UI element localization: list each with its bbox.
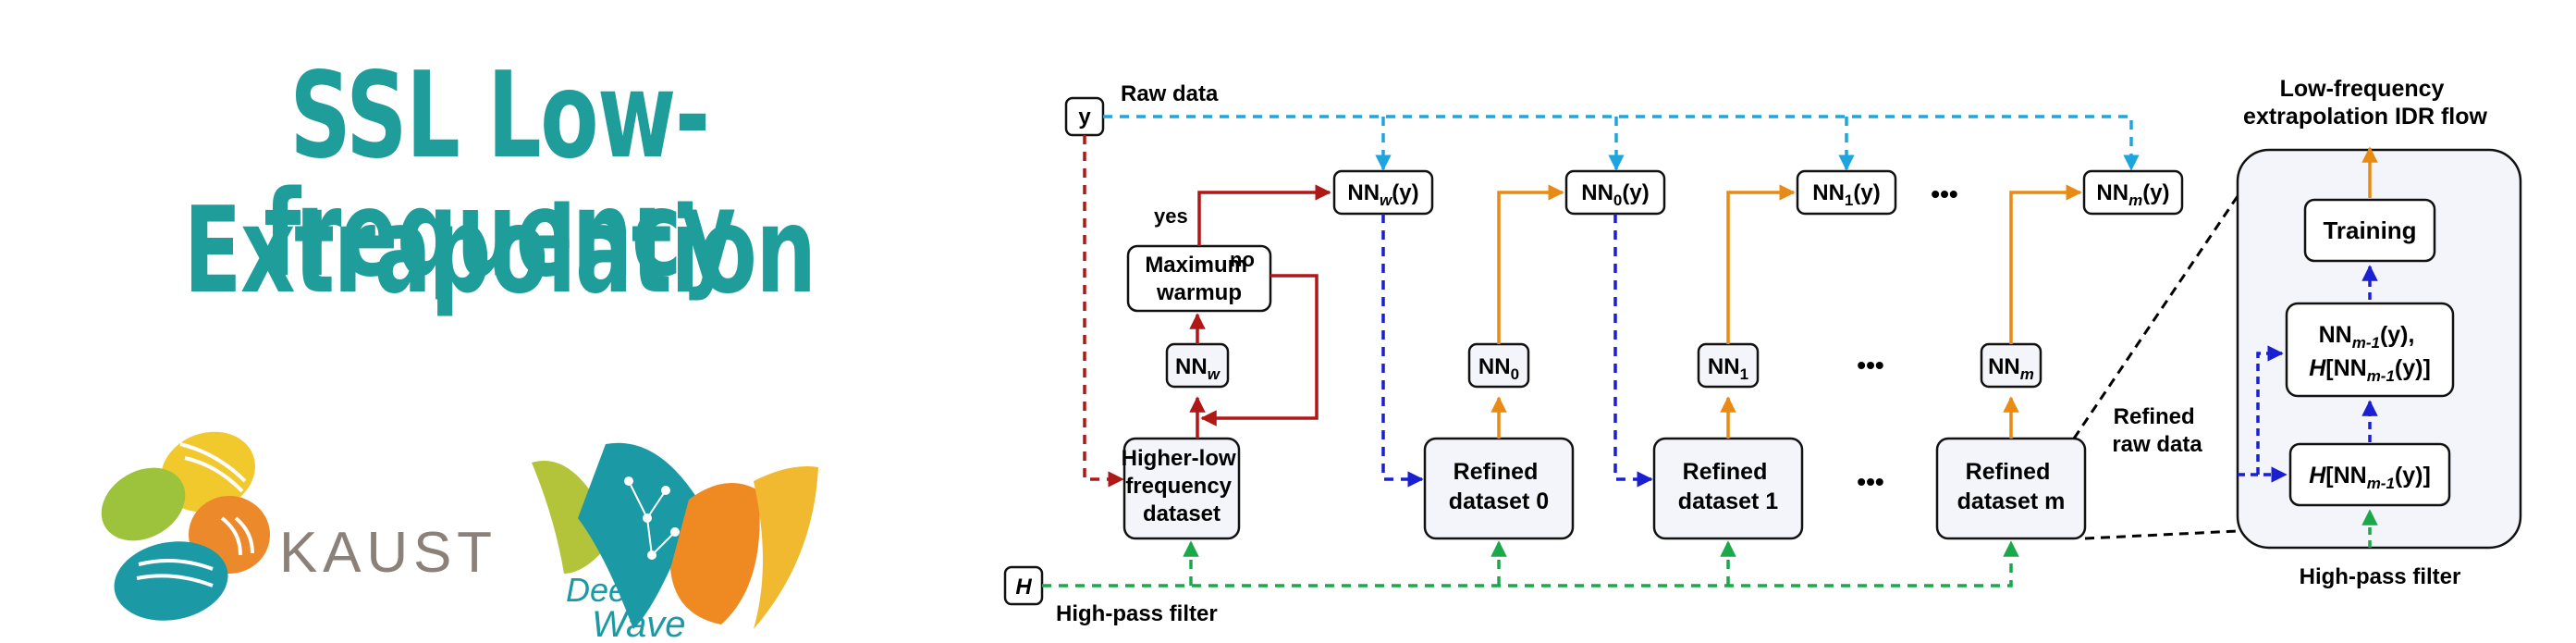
refined-dataset-m-label: Refined dataset m bbox=[1957, 459, 2066, 514]
no-loop-arrow bbox=[1200, 274, 1319, 427]
title-line-1: SSL Low-frequency bbox=[264, 47, 736, 303]
deepwave-wing-gold bbox=[754, 466, 818, 629]
nn-m1-combined-label: NNm-1(y), H[NNm-1(y)] bbox=[2309, 322, 2431, 385]
nn-1-y-box bbox=[1796, 169, 1897, 216]
zoom-line-bottom bbox=[2084, 529, 2239, 540]
higher-low-dataset-box bbox=[1122, 437, 1241, 540]
raw-data-label: Raw data bbox=[1121, 81, 1219, 106]
yes-label: yes bbox=[1154, 204, 1188, 228]
refined-raw-data-label: Refined raw data bbox=[2112, 404, 2202, 457]
idr-flow-title: Low-frequency extrapolation IDR flow bbox=[2243, 76, 2487, 130]
kaust-logo: KAUST bbox=[101, 431, 492, 621]
nn-m-y-label: NNm(y) bbox=[2096, 180, 2169, 209]
idr-high-pass-filter-label: High-pass filter bbox=[2300, 564, 2461, 589]
training-label: Training bbox=[2323, 216, 2416, 244]
title-line-2: Extrapolation bbox=[183, 182, 816, 320]
nn-0-label: NN0 bbox=[1478, 354, 1519, 383]
deepwave-wing-green bbox=[532, 460, 615, 574]
refined-dataset-0-label: Refined dataset 0 bbox=[1449, 459, 1549, 514]
maximum-warmup-label: Maximum warmup bbox=[1145, 253, 1253, 305]
nn-w-y-label: NNw(y) bbox=[1347, 180, 1418, 209]
deepwave-wing-orange bbox=[670, 483, 760, 624]
high-pass-bus bbox=[1042, 540, 2019, 587]
nn-0-y-label: NN0(y) bbox=[1581, 180, 1649, 209]
nn-m1-combined-box bbox=[2285, 302, 2455, 398]
h-nn-m1-label: H[NNm-1(y)] bbox=[2309, 463, 2431, 492]
training-box bbox=[2303, 198, 2436, 263]
nn-m-y-box bbox=[2082, 169, 2184, 216]
ellipsis-top: ••• bbox=[1931, 179, 1957, 208]
yes-arrow bbox=[1197, 184, 1331, 246]
kaust-petal-teal bbox=[114, 541, 228, 621]
refined-dataset-1-label: Refined dataset 1 bbox=[1678, 459, 1778, 514]
y-input-label: y bbox=[1078, 105, 1091, 130]
ellipsis-bottom: ••• bbox=[1857, 467, 1883, 496]
higher-low-dataset-label: Higher-low frequency dataset bbox=[1122, 446, 1243, 526]
zoom-line-top bbox=[2072, 195, 2239, 439]
nn-w-label: NNw bbox=[1175, 354, 1221, 383]
kaust-wordmark: KAUST bbox=[279, 521, 492, 585]
nn-1-label: NN1 bbox=[1708, 354, 1748, 383]
y-to-dataset-arrow bbox=[1083, 135, 1124, 488]
nn-m-label: NNm bbox=[1988, 354, 2034, 383]
nn-1-y-label: NN1(y) bbox=[1812, 180, 1880, 209]
deepwave-logo: Deep Wave bbox=[532, 442, 818, 643]
h-input-label: H bbox=[1015, 575, 1032, 600]
ellipsis-middle: ••• bbox=[1857, 351, 1883, 379]
no-label: no bbox=[1230, 248, 1255, 271]
deepwave-wordmark-wave: Wave bbox=[592, 604, 686, 643]
deepwave-wordmark-deep: Deep bbox=[566, 571, 645, 609]
h-nn-m1-box bbox=[2288, 442, 2451, 507]
kaust-petal-green bbox=[101, 467, 186, 541]
high-pass-filter-label: High-pass filter bbox=[1056, 601, 1218, 626]
